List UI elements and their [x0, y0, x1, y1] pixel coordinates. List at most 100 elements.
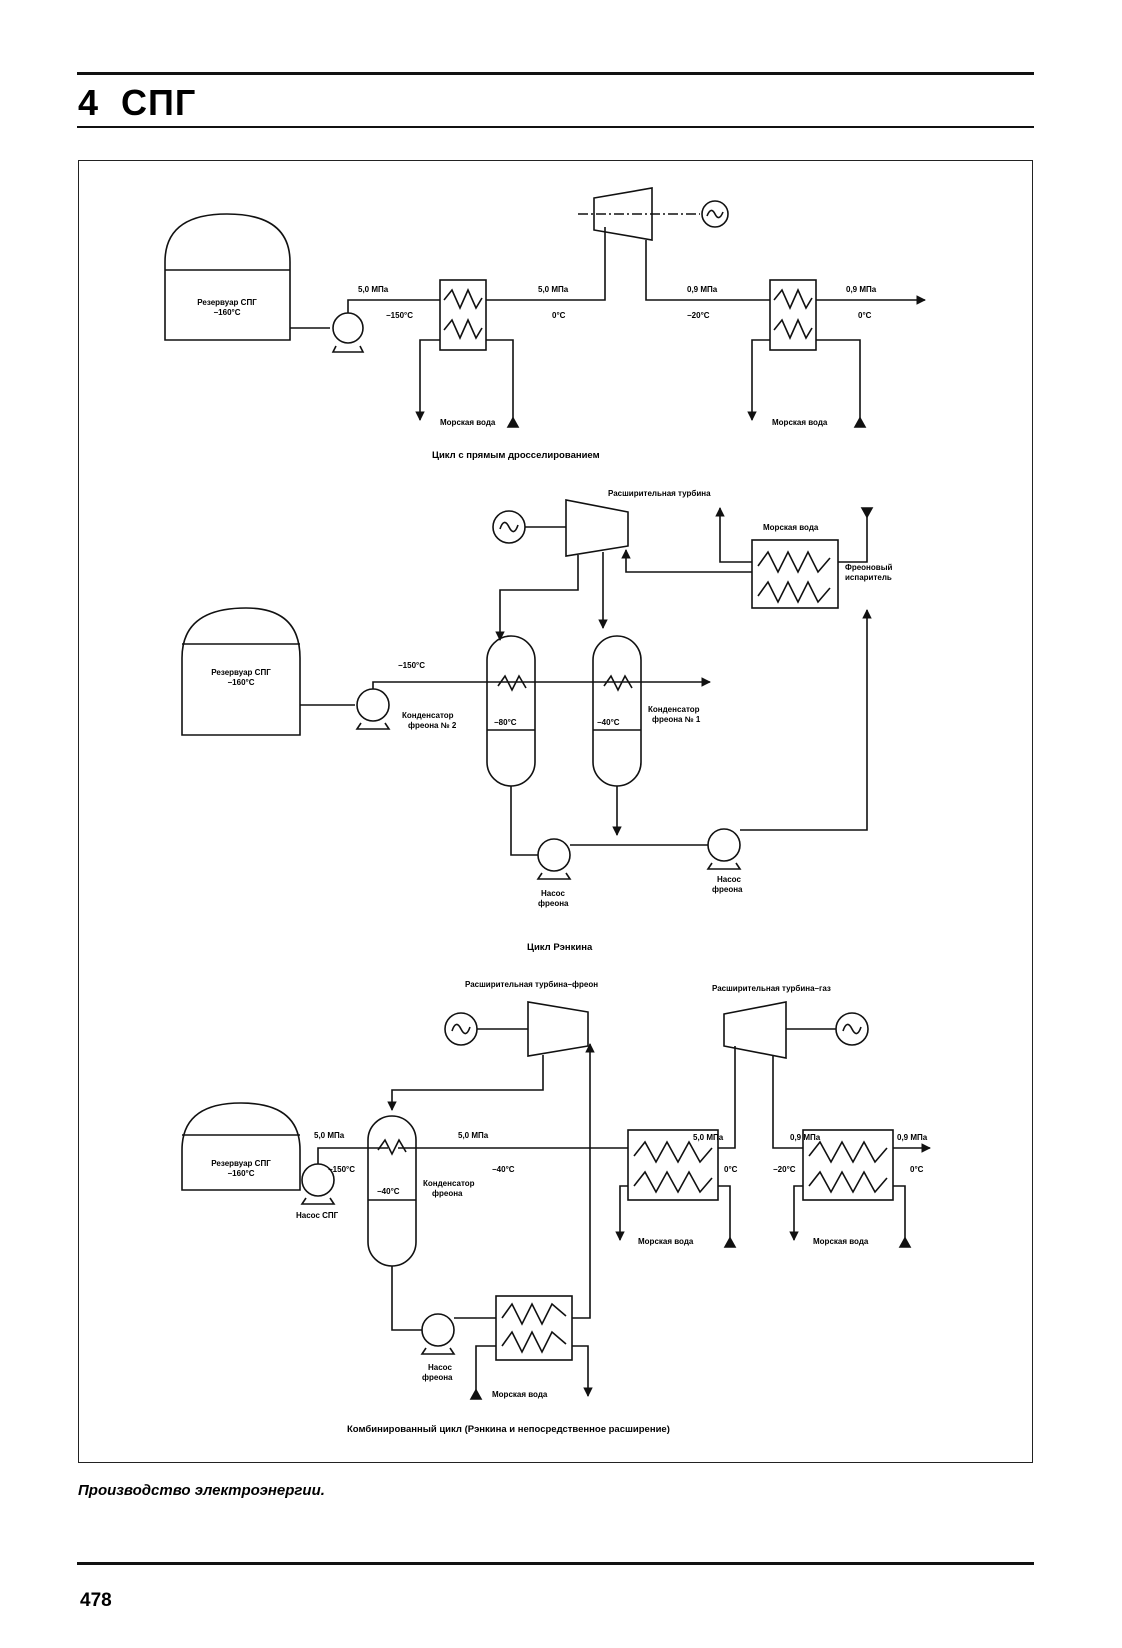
d2-cond1-label-1: Конденсатор [648, 705, 700, 714]
d3-freon-turbine [527, 1001, 589, 1057]
d1-generator-icon [701, 200, 729, 228]
d1-heat-exchanger-1 [439, 279, 487, 351]
d3-title: Комбинированный цикл (Рэнкина и непосред… [347, 1424, 670, 1435]
d3-temp-4: −20°C [773, 1165, 796, 1174]
d2-seawater-label: Морская вода [763, 523, 819, 532]
d3-pressure-2: 5,0 МПа [458, 1131, 489, 1140]
d2-pump-a-label-1: Насос [541, 889, 565, 898]
d2-pump-b-label-1: Насос [717, 875, 741, 884]
d2-freon-condenser-1: −40°C [592, 635, 642, 787]
d3-seawater-label-c: Морская вода [492, 1390, 548, 1399]
d3-seawater-label-a: Морская вода [638, 1237, 694, 1246]
d1-temp-1: −150°C [386, 311, 413, 320]
d3-gas-turbine [723, 1001, 787, 1059]
d2-freon-condenser-2: −80°C [486, 635, 536, 787]
d2-cond2-label-2: фреона № 2 [408, 721, 457, 730]
d2-cond1-temp: −40°C [597, 718, 620, 727]
d3-freon-heater [495, 1295, 573, 1361]
d3-freon-pump [420, 1313, 456, 1355]
d3-cond-label-2: фреона [432, 1189, 463, 1198]
d1-temp-4: 0°C [858, 311, 872, 320]
footer-rule [77, 1562, 1034, 1565]
d1-seawater-arrow-a [506, 416, 520, 428]
d1-expansion-turbine [578, 187, 729, 241]
d2-freon-pump-a [536, 838, 572, 880]
d1-pressure-3: 0,9 МПа [687, 285, 718, 294]
d2-seawater-arrow [860, 507, 874, 519]
d2-freon-evaporator [751, 539, 839, 609]
d2-title: Цикл Рэнкина [527, 942, 593, 953]
d3-freon-pump-label-1: Насос [428, 1363, 452, 1372]
d2-pump-b-label-2: фреона [712, 885, 743, 894]
d3-tank-label-2: −160°C [228, 1169, 255, 1178]
d1-temp-2: 0°C [552, 311, 566, 320]
chapter-title: СПГ [121, 82, 197, 123]
diagram1-direct-expansion: Резервуар СПГ −160°C 5,0 МПа −150°C 5,0 … [164, 187, 926, 461]
d2-expansion-turbine [565, 499, 629, 557]
d3-lng-pump-label: Насос СПГ [296, 1211, 339, 1220]
d3-pressure-1: 5,0 МПа [314, 1131, 345, 1140]
d3-lng-tank: Резервуар СПГ −160°C [181, 1102, 301, 1191]
d3-heat-exchanger-2 [802, 1129, 894, 1201]
d2-evaporator-label-1: Фреоновый [845, 563, 893, 572]
d3-heat-exchanger-1 [627, 1129, 719, 1201]
d1-tank-label-2: −160°C [214, 308, 241, 317]
d1-seawater-label-a: Морская вода [440, 418, 496, 427]
d3-temp-5: 0°C [910, 1165, 924, 1174]
d1-title: Цикл с прямым дросселированием [432, 450, 600, 461]
d2-lng-pump [355, 688, 391, 730]
d2-turbine-label: Расширительная турбина [608, 489, 711, 498]
d3-cond-temp: −40°C [377, 1187, 400, 1196]
d1-heat-exchanger-2 [769, 279, 817, 351]
d1-pressure-2: 5,0 МПа [538, 285, 569, 294]
d2-temp-in: −150°C [398, 661, 425, 670]
d1-seawater-label-b: Морская вода [772, 418, 828, 427]
d3-cond-label-1: Конденсатор [423, 1179, 475, 1188]
d3-pressure-3: 5,0 МПа [693, 1133, 724, 1142]
d3-pressure-5: 0,9 МПа [897, 1133, 928, 1142]
d3-temp-2: −40°C [492, 1165, 515, 1174]
d3-pressure-4: 0,9 МПа [790, 1133, 821, 1142]
d3-generator-gas [835, 1012, 869, 1046]
d1-tank-label-1: Резервуар СПГ [197, 298, 257, 307]
figure-frame [78, 160, 1033, 1463]
d2-cond2-label-1: Конденсатор [402, 711, 454, 720]
d3-seawater-label-b: Морская вода [813, 1237, 869, 1246]
d2-freon-pump-b [706, 828, 742, 870]
d2-cond2-temp: −80°C [494, 718, 517, 727]
figure-caption: Производство электроэнергии. [78, 1482, 325, 1499]
d2-lng-tank: Резервуар СПГ −160°C [181, 607, 301, 736]
d2-tank-label-2: −160°C [228, 678, 255, 687]
page-number: 478 [80, 1590, 112, 1611]
d3-seawater-arrow-b [898, 1236, 912, 1248]
d3-seawater-arrow-c [469, 1388, 483, 1400]
chapter-heading: 4 СПГ [78, 82, 196, 124]
d2-tank-label-1: Резервуар СПГ [211, 668, 271, 677]
chapter-number: 4 [78, 82, 100, 123]
top-rule [77, 72, 1034, 75]
d3-tank-label-1: Резервуар СПГ [211, 1159, 271, 1168]
d2-generator [492, 510, 526, 544]
d1-lng-tank: Резервуар СПГ −160°C [164, 213, 291, 341]
d3-turbine-freon-label: Расширительная турбина–фреон [465, 980, 598, 989]
d2-pump-a-label-2: фреона [538, 899, 569, 908]
d3-temp-1: −150°C [328, 1165, 355, 1174]
d1-pressure-4: 0,9 МПа [846, 285, 877, 294]
d1-lng-pump [331, 312, 365, 353]
d1-temp-3: −20°C [687, 311, 710, 320]
diagram2-rankine-cycle: Расширительная турбина Морская вода Фрео… [181, 489, 893, 953]
d2-cond1-label-2: фреона № 1 [652, 715, 701, 724]
d3-freon-condenser: −40°C [367, 1115, 417, 1267]
d1-seawater-arrow-b [853, 416, 867, 428]
d3-freon-pump-label-2: фреона [422, 1373, 453, 1382]
d2-evaporator-label-2: испаритель [845, 573, 892, 582]
d3-seawater-arrow-a [723, 1236, 737, 1248]
heading-rule [77, 126, 1034, 128]
d3-generator-gas-icon [835, 1012, 869, 1046]
d1-pressure-1: 5,0 МПа [358, 285, 389, 294]
d3-temp-3: 0°C [724, 1165, 738, 1174]
d3-turbine-gas-label: Расширительная турбина–газ [712, 984, 831, 993]
d3-generator-freon [444, 1012, 478, 1046]
diagram3-combined-cycle: Расширительная турбина–фреон Расширитель… [181, 980, 931, 1435]
